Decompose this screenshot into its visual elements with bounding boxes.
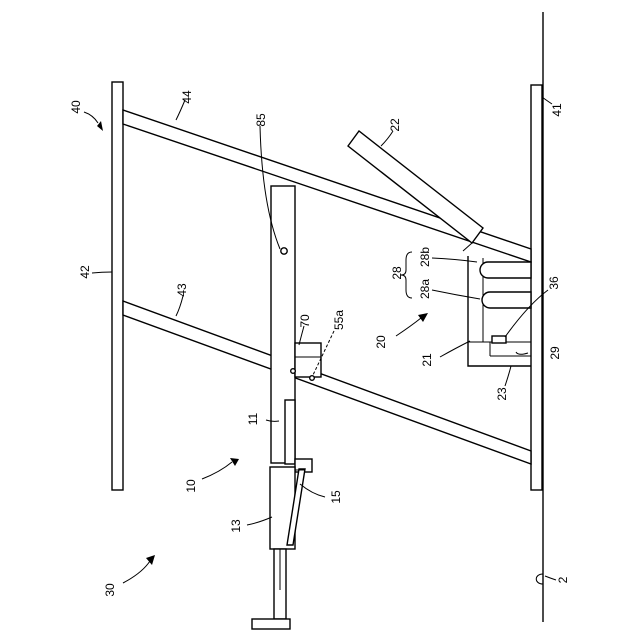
foot	[252, 619, 290, 629]
leader-22	[381, 131, 393, 146]
arrow-40	[84, 112, 98, 123]
pin-55a-2	[310, 376, 315, 381]
label-70: 70	[298, 314, 312, 328]
label-11: 11	[246, 412, 260, 425]
label-10: 10	[184, 479, 198, 493]
leader-23	[505, 366, 511, 386]
leader-42	[92, 272, 112, 273]
label-13: 13	[229, 519, 243, 533]
label-21: 21	[420, 353, 434, 367]
leader-15	[300, 484, 325, 497]
label-15: 15	[329, 490, 343, 504]
plate-42	[112, 82, 123, 490]
link-43	[123, 301, 531, 464]
label-43: 43	[175, 283, 189, 297]
point-85	[281, 248, 287, 254]
arrow-10	[202, 462, 232, 479]
leader-28b	[432, 258, 477, 262]
leader-28a	[432, 290, 480, 299]
arrow-20-head	[418, 313, 428, 322]
label-29: 29	[548, 346, 562, 360]
label-28a: 28a	[418, 279, 432, 299]
arm-22-tip	[463, 243, 472, 251]
leader-13	[247, 517, 272, 525]
pin-55a-1	[291, 369, 296, 374]
bracket-70	[295, 343, 321, 377]
label-40: 40	[69, 100, 83, 114]
label-42: 42	[78, 265, 92, 279]
arrow-30	[123, 561, 150, 583]
arrow-20	[396, 318, 421, 336]
label-28b: 28b	[418, 247, 432, 267]
label-23: 23	[495, 387, 509, 401]
label-41: 41	[550, 103, 564, 117]
label-22: 22	[388, 118, 402, 132]
arrow-30-head	[146, 555, 155, 565]
leader-21	[440, 341, 470, 357]
leader-2	[545, 576, 556, 580]
plate-41	[531, 85, 542, 490]
label-30: 30	[103, 583, 117, 597]
label-44: 44	[180, 90, 194, 104]
spring-28b	[480, 262, 531, 278]
spring-28a	[482, 292, 531, 308]
element-36	[492, 336, 506, 343]
arm-22	[348, 131, 483, 243]
leader-43	[176, 296, 183, 316]
tab-upper	[285, 400, 295, 464]
label-20: 20	[374, 335, 388, 349]
leader-70	[299, 326, 304, 345]
floor-symbol	[536, 574, 543, 584]
label-36: 36	[547, 276, 561, 290]
leader-29	[516, 352, 528, 354]
label-2: 2	[556, 576, 570, 583]
label-55a: 55a	[332, 310, 346, 330]
label-85: 85	[254, 113, 268, 127]
label-28: 28	[390, 266, 404, 280]
